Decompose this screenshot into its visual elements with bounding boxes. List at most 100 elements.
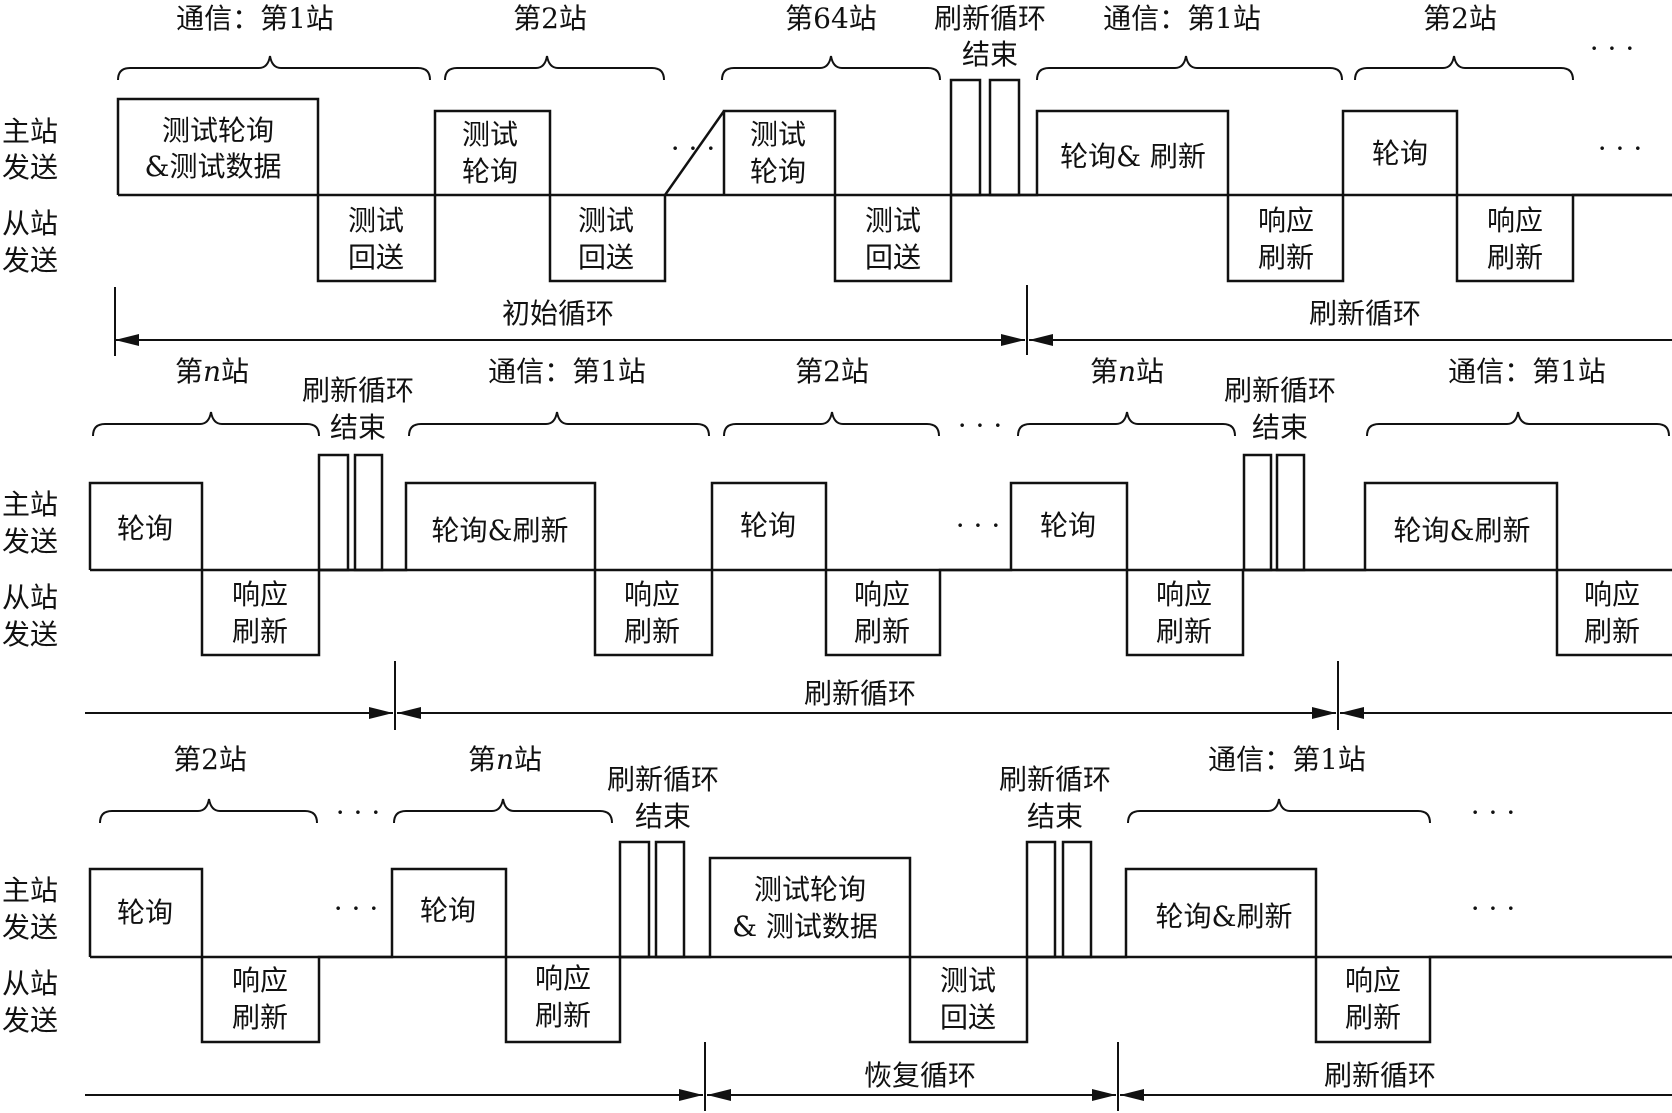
refresh-cycle-label: 刷新循环 [1324,1059,1436,1092]
test-return-text: 回送 [348,241,404,274]
station-label: 通信：第1站 [1448,355,1606,388]
slave-send-label-line1: 从站 [2,207,58,240]
ellipsis: · · · [1590,32,1635,65]
arrowhead [397,707,421,719]
station-label: 第2站 [173,743,247,776]
station-label: 通信：第1站 [488,355,646,388]
slave-send-label-line2: 发送 [2,618,58,651]
station-label: 通信：第1站 [1103,2,1261,35]
test-return-text: 测试 [865,204,921,237]
response-refresh-text: 刷新 [1584,615,1640,648]
refresh-end-label: 结束 [635,800,691,833]
response-refresh-text: 响应 [1584,578,1640,611]
refresh-end-label: 结束 [330,411,386,444]
recovery-cycle-label: 恢复循环 [864,1059,976,1092]
arrowhead [679,1089,703,1101]
ellipsis: · · · [1471,796,1516,829]
test-return-text: 回送 [865,241,921,274]
ellipsis: · · · [671,132,716,165]
slave-send-label-line2: 发送 [2,1004,58,1037]
refresh-end-label: 结束 [962,38,1018,71]
timing-row-3: 主站 发送 从站 发送 轮询 响应 刷新 · · · 轮询 响应 刷新 测试 轮询… [2,743,1672,1111]
test-poll-text: 测试 [462,118,518,151]
station-brace [1366,411,1670,437]
arrowhead [1312,707,1336,719]
ellipsis: · · · [1471,892,1516,925]
station-label-n: 第n站 [1090,355,1164,388]
response-refresh-text: 刷新 [232,615,288,648]
refresh-end-pulse [1061,840,1093,959]
response-refresh-text: 刷新 [854,615,910,648]
signal-waveform [116,97,1672,283]
master-send-label-line2: 发送 [2,911,58,944]
arrowhead [1092,1089,1116,1101]
test-poll-data-text: & 测试数据 [732,910,878,943]
refresh-end-pulse [1025,840,1057,959]
test-poll-data-text: &测试数据 [145,150,282,183]
timing-row-1: 主站 发送 从站 发送 测试轮询 &测试数据 测试 回送 测试 轮询 测试 回送… [2,2,1672,356]
station-label: 第2站 [795,355,869,388]
test-return-text: 测试 [578,204,634,237]
refresh-end-label: 刷新循环 [607,763,719,796]
test-return-text: 回送 [578,241,634,274]
station-brace [1036,55,1343,81]
arrowhead [1029,334,1053,346]
response-refresh-text: 响应 [535,962,591,995]
response-refresh-text: 刷新 [535,999,591,1032]
station-brace [408,411,710,437]
station-brace [1127,798,1431,824]
poll-text: 轮询 [420,894,476,927]
response-refresh-text: 响应 [1258,204,1314,237]
refresh-end-pulse [353,453,384,572]
refresh-end-label: 结束 [1252,411,1308,444]
refresh-end-pulse [1275,453,1306,572]
arrowhead [115,334,139,346]
poll-refresh-text: 轮询&刷新 [1394,514,1531,547]
refresh-end-label: 刷新循环 [999,763,1111,796]
ellipsis: · · · [336,796,381,829]
master-send-label-line2: 发送 [2,151,58,184]
refresh-end-label: 结束 [1027,800,1083,833]
test-poll-text: 测试 [750,118,806,151]
initial-cycle-label: 初始循环 [502,297,614,330]
station-brace [99,798,318,824]
response-refresh-text: 响应 [1487,204,1543,237]
test-return-text: 测试 [940,964,996,997]
response-refresh-text: 刷新 [1487,241,1543,274]
station-label: 通信：第1站 [1208,743,1366,776]
ellipsis: · · · [958,409,1003,442]
station-brace [393,798,613,824]
response-refresh-text: 刷新 [1345,1001,1401,1034]
station-brace [117,55,431,81]
response-refresh-text: 刷新 [232,1001,288,1034]
arrowhead [707,1089,731,1101]
response-refresh-text: 响应 [1345,964,1401,997]
slave-send-label-line1: 从站 [2,967,58,1000]
response-refresh-text: 响应 [232,578,288,611]
poll-refresh-text: 轮询&刷新 [432,514,569,547]
poll-text: 轮询 [117,896,173,929]
station-brace [723,411,940,437]
poll-text: 轮询 [740,509,796,542]
station-label: 第64站 [785,2,877,35]
poll-refresh-text: 轮询&刷新 [1156,900,1293,933]
master-send-label-line1: 主站 [2,488,58,521]
test-poll-text: 轮询 [462,155,518,188]
ellipsis: · · · [334,892,379,925]
master-send-label-line1: 主站 [2,115,58,148]
test-return-text: 测试 [348,204,404,237]
timing-row-2: 主站 发送 从站 发送 轮询 响应 刷新 轮询&刷新 响应 刷新 轮询 响应 刷… [2,355,1672,730]
refresh-end-pulse [618,840,651,959]
station-brace [92,411,320,437]
slave-send-label-line1: 从站 [2,581,58,614]
response-refresh-text: 响应 [624,578,680,611]
station-label: 通信：第1站 [176,2,334,35]
test-poll-data-text: 测试轮询 [162,114,274,147]
refresh-end-pulse [654,840,686,959]
refresh-end-label: 刷新循环 [302,374,414,407]
master-send-label-line1: 主站 [2,874,58,907]
test-return-text: 回送 [940,1001,996,1034]
poll-text: 轮询 [117,512,173,545]
station-brace [1017,411,1236,437]
